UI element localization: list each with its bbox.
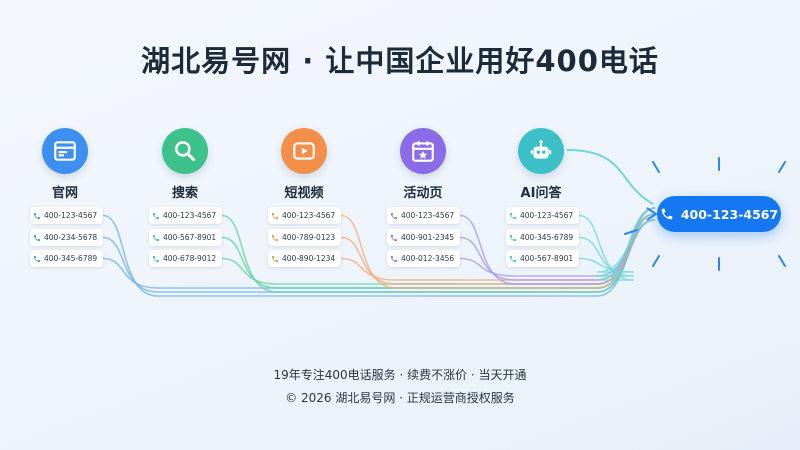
phone-icon (268, 255, 282, 263)
phone-icon (30, 255, 44, 263)
number-pill[interactable]: 400-901-2345 (387, 229, 460, 246)
number-pill[interactable]: 400-123-4567 (30, 207, 103, 224)
channel-1: 搜索 (130, 128, 240, 201)
number-text: 400-123-4567 (44, 211, 98, 220)
phone-icon (387, 234, 401, 242)
number-pill[interactable]: 400-890-1234 (268, 250, 341, 267)
phone-icon (506, 212, 520, 220)
phone-icon (387, 255, 401, 263)
number-pill[interactable]: 400-123-4567 (268, 207, 341, 224)
channel-label: 活动页 (403, 186, 443, 201)
target-number-button[interactable]: 400-123-4567 (657, 196, 781, 232)
phone-icon (149, 234, 163, 242)
number-text: 400-234-5678 (44, 233, 98, 242)
video-icon (281, 128, 327, 174)
channel-4: AI问答 (486, 128, 596, 201)
channel-0: 官网 (10, 128, 120, 201)
phone-icon (661, 208, 673, 220)
number-text: 400-123-4567 (282, 211, 336, 220)
channel-2: 短视频 (249, 128, 359, 201)
number-text: 400-345-6789 (520, 233, 574, 242)
phone-icon (149, 255, 163, 263)
search-icon (162, 128, 208, 174)
number-pill[interactable]: 400-789-0123 (268, 229, 341, 246)
number-pill[interactable]: 400-345-6789 (30, 250, 103, 267)
channel-label: 短视频 (284, 186, 324, 201)
phone-icon (268, 234, 282, 242)
footer-slogan: 19年专注400电话服务 · 续费不涨价 · 当天开通 (273, 368, 527, 382)
channel-label: 官网 (51, 186, 78, 201)
number-pill[interactable]: 400-234-5678 (30, 229, 103, 246)
number-text: 400-123-4567 (163, 211, 217, 220)
number-pill[interactable]: 400-567-8901 (506, 250, 579, 267)
number-text: 400-678-9012 (163, 254, 217, 263)
phone-icon (506, 255, 520, 263)
number-pill[interactable]: 400-123-4567 (149, 207, 222, 224)
target-number-text: 400-123-4567 (680, 206, 779, 222)
number-text: 400-567-8901 (163, 233, 217, 242)
flow-line (578, 207, 656, 281)
number-pill[interactable]: 400-012-3456 (387, 250, 460, 267)
flow-line (566, 149, 654, 205)
signal-tick (624, 229, 638, 235)
flow-line (578, 213, 656, 277)
flow-line (578, 219, 656, 273)
browser-icon (42, 128, 88, 174)
number-text: 400-123-4567 (401, 211, 455, 220)
footer-copyright: © 2026 湖北易号网 · 正规运营商授权服务 (285, 391, 515, 405)
signal-tick (652, 161, 660, 173)
number-text: 400-123-4567 (520, 211, 574, 220)
signal-tick (778, 255, 786, 267)
calendar-icon (400, 128, 446, 174)
number-pill[interactable]: 400-567-8901 (149, 229, 222, 246)
number-pill[interactable]: 400-345-6789 (506, 229, 579, 246)
phone-icon (506, 234, 520, 242)
number-text: 400-901-2345 (401, 233, 455, 242)
page-title: 湖北易号网 · 让中国企业用好400电话 (141, 44, 659, 78)
phone-icon (387, 212, 401, 220)
phone-icon (30, 234, 44, 242)
phone-icon (30, 212, 44, 220)
number-pill[interactable]: 400-123-4567 (506, 207, 579, 224)
phone-icon (268, 212, 282, 220)
number-text: 400-789-0123 (282, 233, 336, 242)
number-text: 400-567-8901 (520, 254, 574, 263)
signal-tick (652, 255, 660, 267)
robot-icon (518, 128, 564, 174)
channel-label: 搜索 (171, 186, 198, 201)
arrow-head (646, 207, 658, 221)
number-text: 400-345-6789 (44, 254, 98, 263)
channel-3: 活动页 (368, 128, 478, 201)
number-text: 400-890-1234 (282, 254, 336, 263)
channel-label: AI问答 (520, 186, 562, 201)
phone-icon (149, 212, 163, 220)
signal-tick (778, 161, 786, 173)
number-pill[interactable]: 400-123-4567 (387, 207, 460, 224)
number-text: 400-012-3456 (401, 254, 455, 263)
number-pill[interactable]: 400-678-9012 (149, 250, 222, 267)
